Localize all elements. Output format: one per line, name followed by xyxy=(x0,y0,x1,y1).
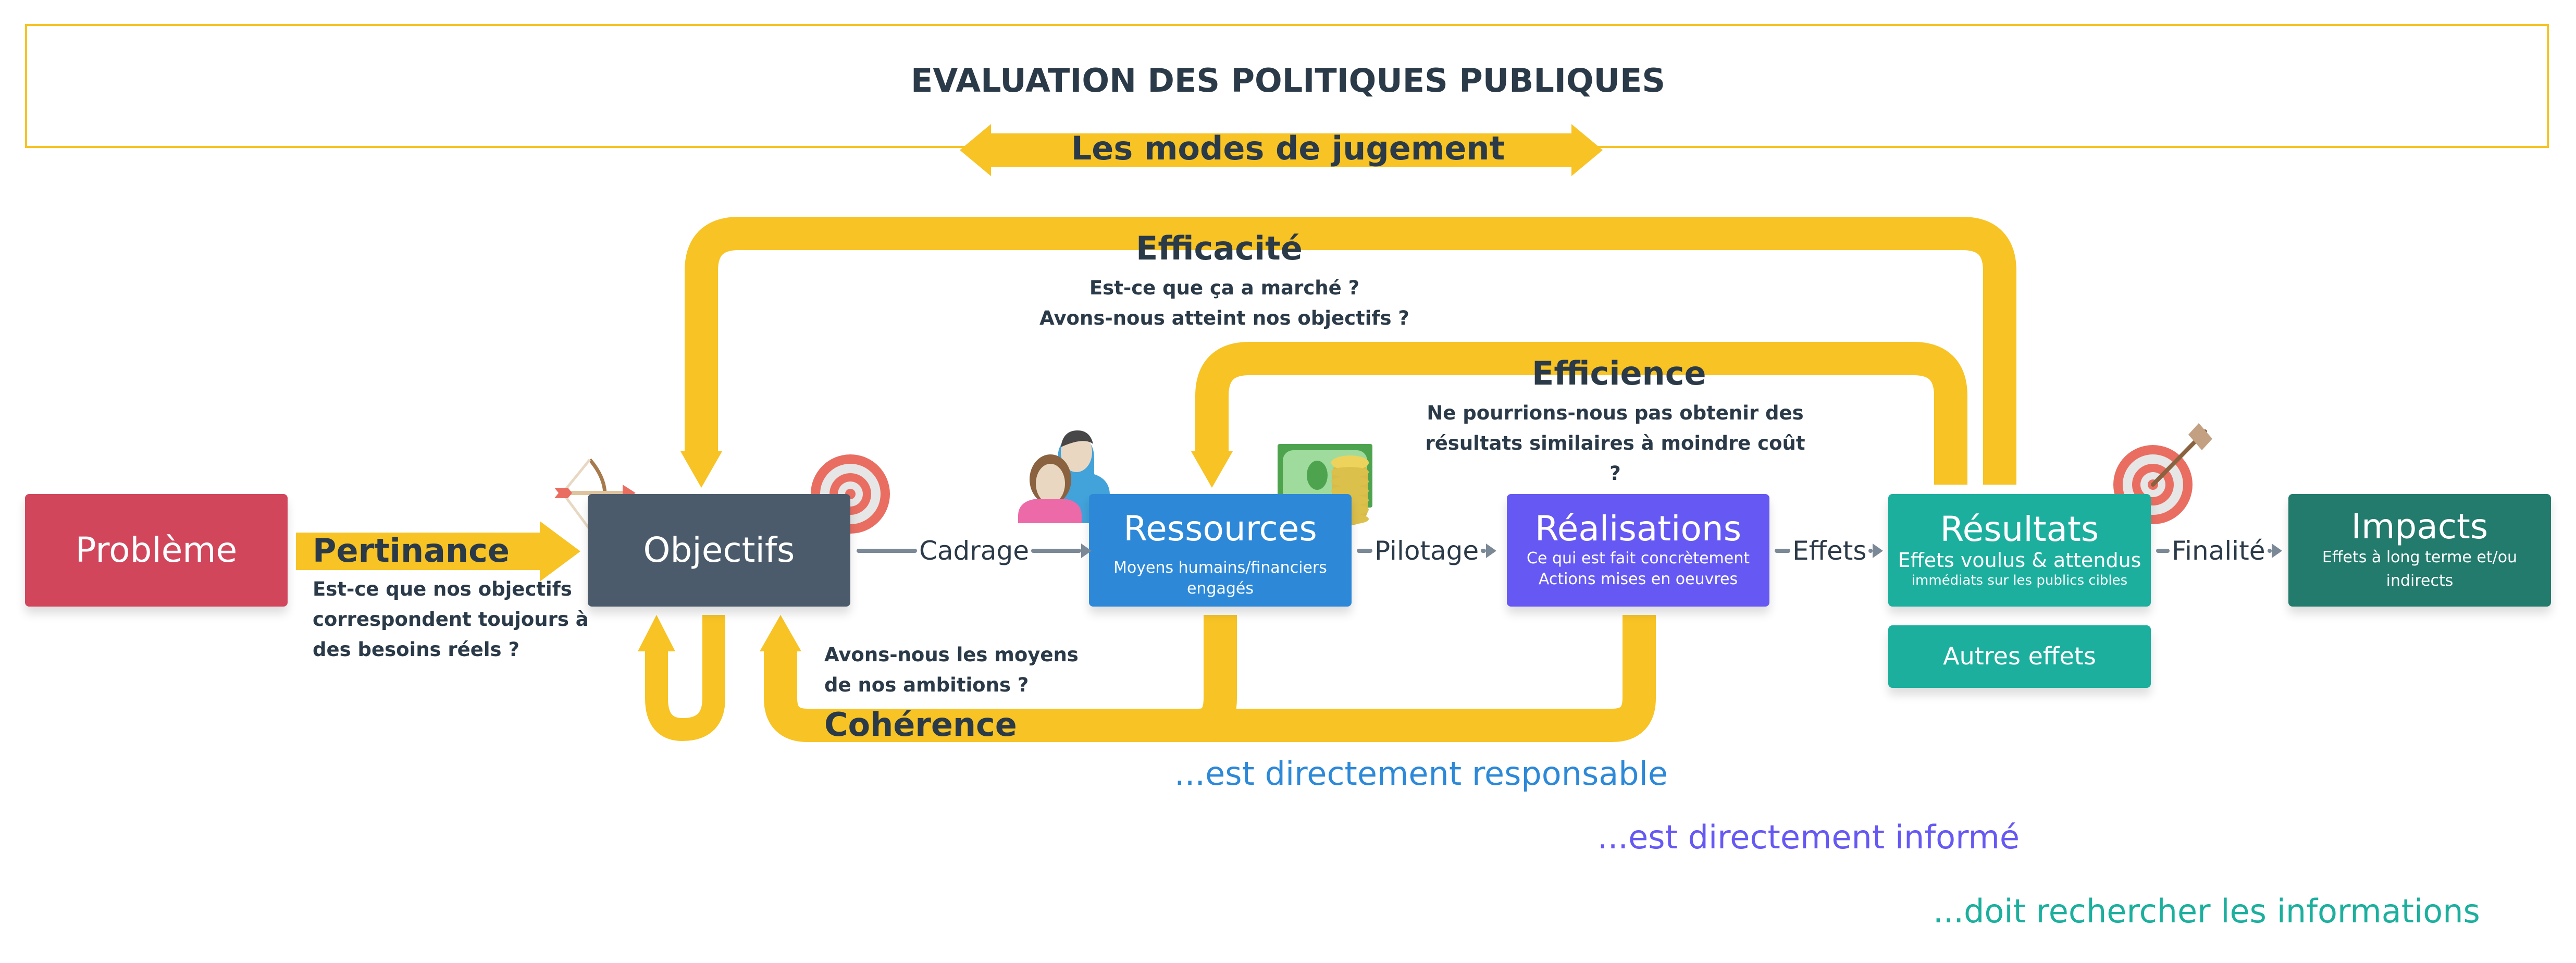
arrow-right-icon xyxy=(1873,544,1884,558)
realisations-line2: Actions mises en oeuvres xyxy=(1538,570,1738,589)
efficacite-label: Efficacité xyxy=(1136,229,1303,267)
arrow-right-icon xyxy=(2271,544,2282,558)
pertinance-label: Pertinance xyxy=(313,532,510,570)
connector-line xyxy=(857,549,917,553)
arrow-right-icon xyxy=(1486,544,1497,558)
question-line: Avons-nous les moyens xyxy=(824,644,1079,666)
objectifs-title: Objectifs xyxy=(643,529,795,570)
effets-label: Effets xyxy=(1792,536,1867,566)
question-line: résultats similaires à moindre coût xyxy=(1425,432,1805,454)
cadrage-label: Cadrage xyxy=(919,536,1029,566)
realisations-title: Réalisations xyxy=(1534,509,1742,549)
page-title: EVALUATION DES POLITIQUES PUBLIQUES xyxy=(910,61,1665,100)
impacts-subtitle: Effets à long terme et/ou indirects xyxy=(2322,548,2518,590)
question-line: ? xyxy=(1609,462,1621,485)
impacts-title: Impacts xyxy=(2351,506,2488,547)
connector-line xyxy=(1868,549,1873,553)
coherence-branch xyxy=(1197,615,1237,742)
connector-cadrage: Cadrage xyxy=(857,536,1092,566)
efficacite-arrowhead xyxy=(680,451,722,488)
resultats-line1: Effets voulus & attendus xyxy=(1898,548,2141,572)
connector-line xyxy=(1357,549,1372,553)
connector-line xyxy=(2156,549,2170,553)
box-impacts: Impacts Effets à long terme et/ou indire… xyxy=(2288,494,2551,607)
question-line: de nos ambitions ? xyxy=(824,674,1029,696)
resultats-title: Résultats xyxy=(1940,509,2099,549)
connector-line xyxy=(1031,549,1081,553)
box-ressources: Ressources Moyens humains/financiers eng… xyxy=(1089,494,1352,607)
question-line: Avons-nous atteint nos objectifs ? xyxy=(1039,307,1409,329)
connector-finalite: Finalité xyxy=(2156,536,2282,566)
objectifs-self-loop xyxy=(645,615,725,742)
autres-effets-title: Autres effets xyxy=(1943,642,2096,671)
connector-pilotage: Pilotage xyxy=(1357,536,1497,566)
efficience-arrowhead xyxy=(1191,451,1233,488)
efficacite-loop xyxy=(685,217,2016,485)
connector-line xyxy=(1481,549,1487,553)
question-line: correspondent toujours à xyxy=(313,608,589,631)
modes-double-arrow xyxy=(960,124,1603,176)
coherence-question: Avons-nous les moyens de nos ambitions ? xyxy=(824,640,1079,700)
header-frame xyxy=(25,24,2549,148)
legend-rechercher: ...doit rechercher les informations xyxy=(1933,892,2480,930)
people-icon xyxy=(1018,430,1110,523)
question-line: Est-ce que nos objectifs xyxy=(313,578,572,600)
modes-de-jugement-label: Les modes de jugement xyxy=(1071,129,1505,167)
efficience-loop xyxy=(1195,342,1967,485)
question-line: Est-ce que ça a marché ? xyxy=(1089,277,1360,299)
coherence-arrowhead xyxy=(760,615,801,651)
box-autres-effets: Autres effets xyxy=(1888,625,2151,688)
pertinance-question: Est-ce que nos objectifs correspondent t… xyxy=(313,574,589,665)
objectifs-self-loop-arrowhead xyxy=(638,615,675,651)
ressources-subtitle: Moyens humains/financiers engagés xyxy=(1113,558,1327,598)
efficacite-question: Est-ce que ça a marché ? Avons-nous atte… xyxy=(990,273,1459,334)
legend-informe: ...est directement informé xyxy=(1597,818,2020,856)
connector-line xyxy=(1775,549,1790,553)
question-line: Ne pourrions-nous pas obtenir des xyxy=(1427,402,1804,424)
realisations-line1: Ce qui est fait concrètement xyxy=(1527,549,1750,567)
efficience-question: Ne pourrions-nous pas obtenir des résult… xyxy=(1396,398,1834,489)
coherence-label: Cohérence xyxy=(824,706,1017,744)
pertinance-arrow xyxy=(296,521,580,582)
box-realisations: Réalisations Ce qui est fait concrètemen… xyxy=(1507,494,1769,607)
connector-effets: Effets xyxy=(1775,536,1884,566)
arrow-right-icon xyxy=(1081,544,1092,558)
box-objectifs: Objectifs xyxy=(588,494,850,607)
connector-line xyxy=(2267,549,2272,553)
ressources-title: Ressources xyxy=(1123,509,1317,549)
efficience-label: Efficience xyxy=(1532,354,1706,392)
box-probleme: Problème xyxy=(25,494,288,607)
finalite-label: Finalité xyxy=(2172,536,2265,566)
legend-responsable: ...est directement responsable xyxy=(1174,755,1668,793)
resultats-line2: immédiats sur les publics cibles xyxy=(1911,573,2128,589)
probleme-title: Problème xyxy=(75,529,238,570)
box-resultats: Résultats Effets voulus & attendus imméd… xyxy=(1888,494,2151,607)
pilotage-label: Pilotage xyxy=(1374,536,1479,566)
question-line: des besoins réels ? xyxy=(313,638,519,661)
